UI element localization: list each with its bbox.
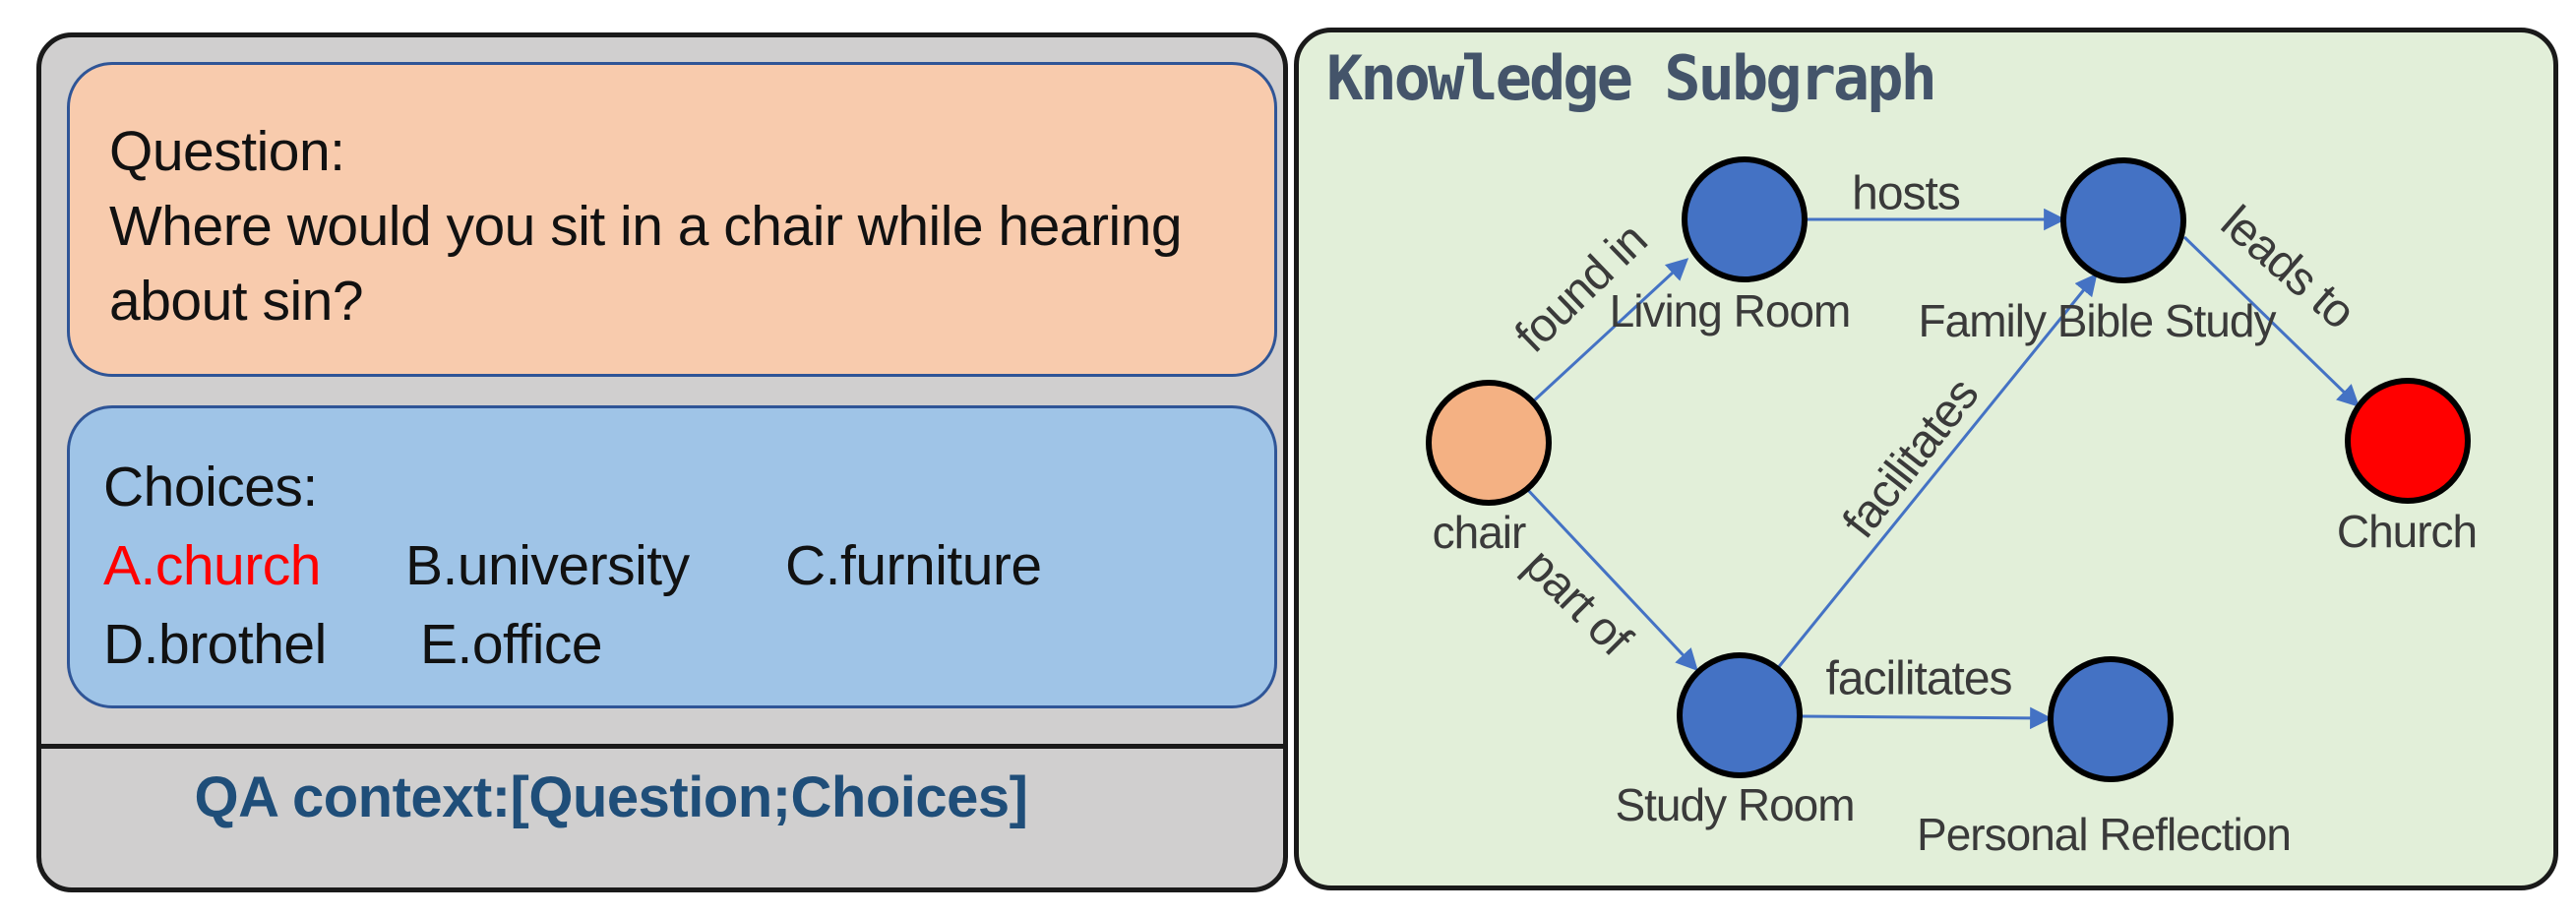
node-label-living-room: Living Room [1610, 285, 1851, 336]
graph-nodes [1426, 156, 2471, 782]
node-label-study-room: Study Room [1615, 779, 1854, 830]
qa-context-divider [36, 744, 1288, 749]
edge-chair-living-room [1529, 258, 1689, 405]
choices-label: Choices: [103, 456, 318, 519]
edge-study-room-personal-reflection [1799, 706, 2053, 730]
node-label-chair: chair [1433, 507, 1526, 558]
choices-box: Choices: A.church B.university C.furnitu… [67, 405, 1277, 708]
qa-context-caption: QA context:[Question;Choices] [194, 765, 1028, 829]
knowledge-subgraph-canvas: found in hosts leads to part of facilita… [1426, 156, 2479, 860]
node-personal-reflection [2048, 656, 2174, 782]
edge-label-facilitates-horizontal: facilitates [1825, 653, 2011, 705]
choice-a-church: A.church [103, 534, 321, 597]
node-living-room [1682, 156, 1808, 282]
node-study-room [1677, 652, 1803, 778]
edge-family-bible-study-church [2182, 235, 2361, 407]
knowledge-subgraph-panel: Knowledge Subgraph found in hosts le [1294, 28, 2558, 890]
question-text: Where would you sit in a chair while hea… [109, 195, 1183, 333]
node-label-family-bible-study: Family Bible Study [1919, 295, 2277, 346]
qa-context-panel: Question: Where would you sit in a chair… [36, 32, 1288, 892]
choice-d-brothel: D.brothel [103, 613, 327, 676]
node-church [2345, 378, 2471, 504]
node-family-bible-study [2060, 157, 2186, 283]
knowledge-subgraph-title: Knowledge Subgraph [1326, 42, 1937, 114]
choice-b-university: B.university [405, 534, 690, 597]
question-box: Question: Where would you sit in a chair… [67, 62, 1277, 377]
graph-edges [1524, 208, 2361, 730]
choice-e-office: E.office [420, 613, 603, 676]
node-label-personal-reflection: Personal Reflection [1917, 809, 2291, 860]
graph-node-labels: chair Living Room Family Bible Study Chu… [1433, 285, 2479, 860]
node-chair [1426, 380, 1552, 506]
edge-label-hosts: hosts [1852, 168, 1960, 220]
question-label: Question: [109, 120, 345, 183]
edge-study-room-family-bible-study [1775, 273, 2098, 670]
graph-edge-labels: found in hosts leads to part of facilita… [1505, 168, 2364, 705]
choice-c-furniture: C.furniture [785, 534, 1042, 597]
edge-label-part-of: part of [1514, 539, 1642, 667]
edge-chair-study-room [1524, 486, 1698, 672]
node-label-church: Church [2337, 506, 2477, 557]
edge-label-facilitates-diagonal: facilitates [1833, 369, 1989, 548]
